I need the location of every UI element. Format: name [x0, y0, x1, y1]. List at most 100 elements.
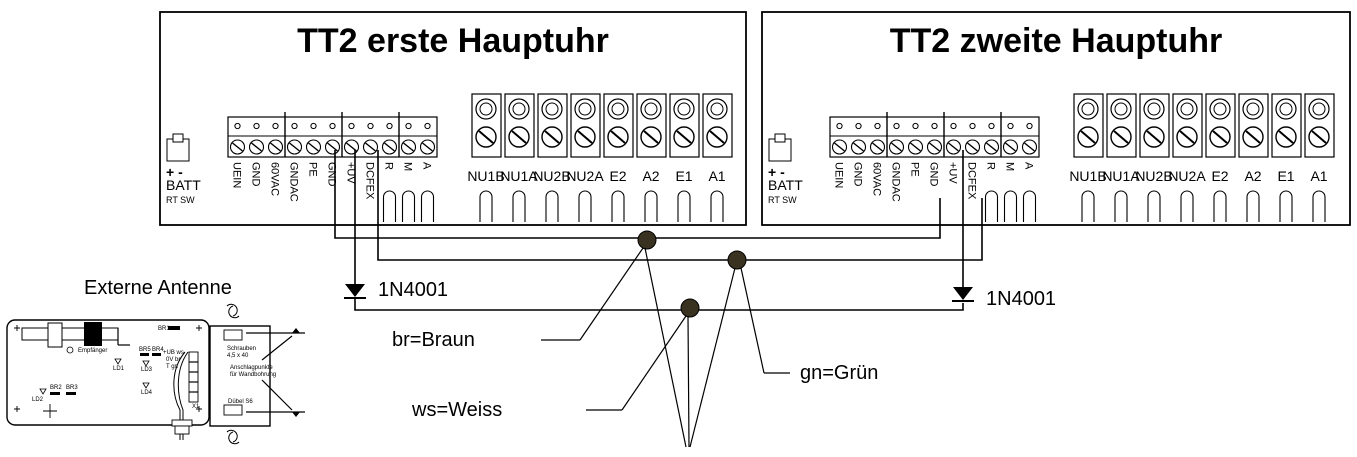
mount-line-1: Anschlagpunkte [230, 365, 273, 371]
bridge-br5: BR5 [139, 347, 151, 353]
wire-entry [677, 190, 691, 222]
wire-entry [545, 190, 559, 222]
terminal-label: UEIN [833, 162, 845, 188]
big-terminal-label: E2 [609, 168, 626, 184]
led-ld4: LD4 [141, 390, 153, 396]
dowel-label: Dübel S6 [228, 399, 253, 405]
led-ld1: LD1 [113, 366, 125, 372]
terminal-hole [988, 122, 995, 130]
main-clock-2: TT2 zweite Hauptuhr + -BATT RT SW UEIN GND 60… [761, 11, 1351, 226]
big-terminal-label: NU1A [1102, 168, 1140, 184]
terminal-hole [367, 122, 374, 130]
label-white: ws=Weiss [411, 399, 502, 421]
wire-entry [512, 190, 526, 222]
diode-2 [952, 287, 974, 302]
rotate-symbols [226, 303, 240, 445]
wire-entry [578, 190, 592, 222]
big-terminal-label: A2 [1244, 168, 1261, 184]
label-green: gn=Grün [800, 362, 878, 384]
terminal-label: R [985, 162, 997, 170]
unit-title: TT2 erste Hauptuhr [297, 22, 609, 60]
battery-sub: RT SW [768, 195, 797, 205]
terminal-hole [253, 122, 260, 130]
wire-entry [479, 190, 493, 222]
battery-sign: + - [768, 164, 785, 180]
terminal-hole [234, 122, 241, 130]
wire-entry [1081, 190, 1095, 222]
terminal-hole [329, 122, 336, 130]
wire-entry [1114, 190, 1128, 222]
terminal-label: R [383, 162, 395, 170]
wire-entry [1213, 190, 1227, 222]
big-terminal-label: NU1B [1069, 168, 1106, 184]
supply-label: +UB ws [163, 350, 184, 356]
terminal-hole [912, 122, 919, 130]
big-terminal-label: NU2B [533, 168, 570, 184]
terminal-label: GNDAC [288, 162, 300, 202]
terminal-hole [969, 122, 976, 130]
battery-sign: + - [166, 164, 183, 180]
wire-entry [1246, 190, 1260, 222]
battery-sub: RT SW [166, 195, 195, 205]
big-terminal-label: E2 [1211, 168, 1228, 184]
wire-entry [1147, 190, 1161, 222]
screws-line-1: Schrauben [227, 346, 256, 352]
terminal-label: 60VAC [269, 162, 281, 196]
wire-entry [1312, 190, 1326, 222]
external-antenna: Externe Antenne Empfänger BR1 BR5 BR4 +U… [6, 277, 305, 445]
cable-gland [174, 425, 190, 435]
mount-line-2: für Wandbohrung [230, 372, 276, 378]
receiver-clamp [47, 322, 63, 348]
receiver-label: Empfänger [78, 348, 107, 354]
receiver-rod [21, 327, 119, 341]
terminal-label: GNDAC [890, 162, 902, 202]
unit-title: TT2 zweite Hauptuhr [890, 22, 1222, 60]
screws-line-2: 4,5 x 40 [227, 353, 249, 359]
wire-entry [1279, 190, 1293, 222]
main-clock-1: TT2 erste Hauptuhr + -BATT RT SW UEIN GND 60V… [159, 11, 747, 226]
wire-dcfex [377, 150, 983, 261]
antenna-title: Externe Antenne [84, 277, 232, 299]
big-terminal-label: NU2A [566, 168, 604, 184]
bridge-br3: BR3 [66, 385, 78, 391]
terminal-label: DCFEX [364, 162, 376, 200]
big-terminal-label: E1 [675, 168, 692, 184]
terminal-label: GND [928, 162, 940, 187]
terminal-label: 60VAC [871, 162, 883, 196]
battery-label: BATT [768, 177, 803, 193]
terminal-hole [1026, 122, 1033, 130]
terminal-hole [405, 122, 412, 130]
terminal-label: PE [909, 162, 921, 177]
terminal-label: GND [250, 162, 262, 187]
terminal-hole [348, 122, 355, 130]
bridge-br4: BR4 [152, 347, 164, 353]
terminal-label: DCFEX [966, 162, 978, 200]
led-ld2: LD2 [32, 397, 44, 403]
terminal-label: +UV [947, 162, 959, 184]
terminal-hole [836, 122, 843, 130]
terminal-hole [272, 122, 279, 130]
diode-1 [344, 284, 366, 299]
wire-entry [611, 190, 625, 222]
led-symbols [39, 358, 150, 395]
battery-label: BATT [166, 177, 201, 193]
terminal-label: GND [852, 162, 864, 187]
big-terminal-label: NU1B [467, 168, 504, 184]
label-brown: br=Braun [392, 329, 475, 351]
terminal-label: A [421, 162, 433, 170]
diode-1-label: 1N4001 [378, 279, 448, 301]
terminal-hole [931, 122, 938, 130]
terminal-label: UEIN [231, 162, 243, 188]
antenna-terminal-strip [188, 351, 199, 403]
wire-gnd [334, 150, 941, 239]
wire-entry [644, 190, 658, 222]
terminal-hole [893, 122, 900, 130]
terminal-hole [310, 122, 317, 130]
receiver-core [84, 322, 102, 346]
terminal-hole [424, 122, 431, 130]
wire-entry [1180, 190, 1194, 222]
big-terminal-label: NU2B [1135, 168, 1172, 184]
big-terminal-label: NU2A [1168, 168, 1206, 184]
terminal-hole [1007, 122, 1014, 130]
